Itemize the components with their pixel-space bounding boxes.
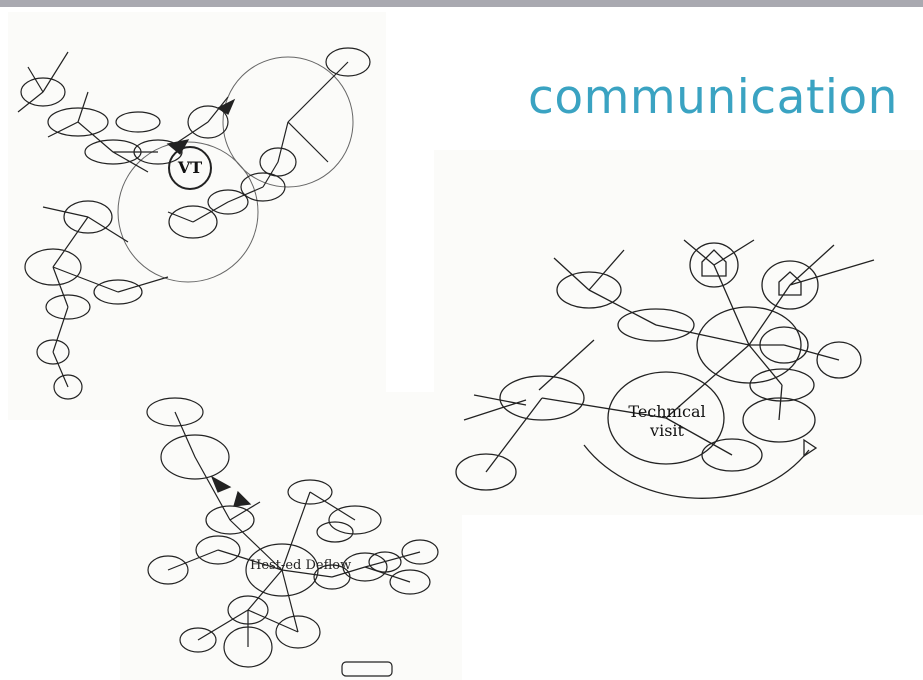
mind-map-sketch-bottom: Hest-ed Deflow [120,392,462,680]
top-accent-bar [0,0,923,7]
technical-visit-node: Technical visit [628,402,706,440]
mind-map-sketch-left: VT [8,12,386,420]
mind-map-sketch-right: Technical visit [434,150,923,515]
slide-title: communication [528,70,898,125]
bottom-center-node: Hest-ed Deflow [250,558,352,573]
vt-center-node: VT [168,146,212,190]
